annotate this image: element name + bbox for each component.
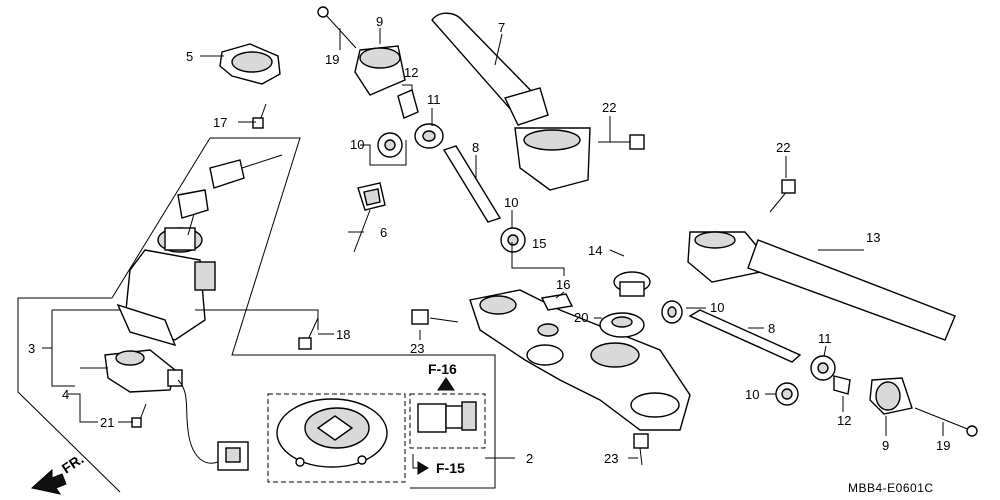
callout-23-bottom: 23 — [604, 451, 618, 466]
callout-22-right: 22 — [776, 140, 790, 155]
f15-arrow-icon — [417, 461, 429, 475]
callout-12-left: 12 — [404, 65, 418, 80]
reference-f15: F-15 — [436, 460, 465, 476]
washer-16-part — [540, 293, 574, 311]
collar-10-right-part — [661, 300, 683, 324]
switch-f16-part — [417, 401, 477, 433]
callout-6: 6 — [380, 225, 387, 240]
callout-9-right: 9 — [882, 438, 889, 453]
wire-connector — [217, 441, 249, 471]
grommet-11-left-part — [414, 123, 444, 149]
callout-10-mid: 10 — [504, 195, 518, 210]
callout-10-left: 10 — [350, 137, 364, 152]
ignition-group-outline — [210, 137, 496, 489]
callout-14: 14 — [588, 243, 602, 258]
collar-10-mid-part — [500, 227, 526, 253]
key-cover-part — [219, 43, 281, 85]
key-part — [177, 154, 283, 236]
callout-19-left: 19 — [325, 52, 339, 67]
ignition-group-outline-left — [111, 137, 211, 299]
callout-12-right: 12 — [837, 413, 851, 428]
bolt-23-top-part — [411, 309, 459, 325]
bar-end-weight-9-left-part — [354, 45, 406, 96]
cover-plate-part — [276, 398, 388, 468]
top-bridge-part — [469, 289, 691, 431]
callout-4: 4 — [62, 387, 69, 402]
callout-17: 17 — [213, 115, 227, 130]
ignition-switch-part — [116, 227, 216, 347]
callout-11-left: 11 — [427, 92, 441, 107]
switch-4-part — [104, 349, 183, 393]
bolt-23-bottom-part — [633, 433, 649, 466]
pipe-8-left-part — [442, 145, 502, 223]
assembly-outline — [17, 297, 121, 493]
callout-7: 7 — [498, 20, 505, 35]
bolt-19-left-part — [317, 6, 357, 49]
bar-end-weight-9-right-part — [869, 377, 913, 415]
leader-lines — [42, 28, 944, 469]
callout-20: 20 — [574, 310, 588, 325]
callout-10-lower: 10 — [745, 387, 759, 402]
left-grip-7-part — [431, 12, 591, 191]
key-6-part — [353, 182, 386, 253]
f16-arrow-icon — [437, 377, 455, 391]
callout-11-right: 11 — [818, 331, 832, 346]
callout-3: 3 — [28, 341, 35, 356]
reference-f16: F-16 — [428, 361, 457, 377]
callout-16: 16 — [556, 277, 570, 292]
callout-18: 18 — [336, 327, 350, 342]
callout-23-top: 23 — [410, 341, 424, 356]
bolt-22-right-part — [769, 179, 796, 213]
callout-8-right: 8 — [768, 321, 775, 336]
bolt-22-left-part — [598, 134, 645, 150]
callout-2: 2 — [526, 451, 533, 466]
nut-20-part — [599, 312, 645, 338]
front-direction-arrow-icon — [30, 468, 67, 495]
switch-wire — [177, 379, 219, 464]
screw-21-part — [131, 403, 147, 428]
callout-21: 21 — [100, 415, 114, 430]
collar-10-lower-part — [775, 382, 799, 406]
grommet-11-right-part — [810, 355, 836, 381]
callout-19-right: 19 — [936, 438, 950, 453]
diagram-code: MBB4-E0601C — [848, 481, 934, 495]
collar-10-left-part — [377, 132, 403, 158]
callout-10-right: 10 — [710, 300, 724, 315]
callout-9-left: 9 — [376, 14, 383, 29]
cap-14-part — [613, 271, 651, 297]
clip-12-left-part — [397, 89, 419, 119]
callout-8-left: 8 — [472, 140, 479, 155]
clip-12-right-part — [833, 375, 851, 395]
callout-13: 13 — [866, 230, 880, 245]
callout-5: 5 — [186, 49, 193, 64]
bolt-19-right-part — [914, 407, 978, 437]
callout-22-left: 22 — [602, 100, 616, 115]
right-handlebar-13-part — [687, 231, 956, 341]
screw-18-part — [298, 317, 319, 350]
callout-15: 15 — [532, 236, 546, 251]
cover-dashed-box — [267, 393, 406, 483]
pipe-8-right-part — [688, 309, 802, 363]
screw-17-part — [252, 103, 267, 129]
